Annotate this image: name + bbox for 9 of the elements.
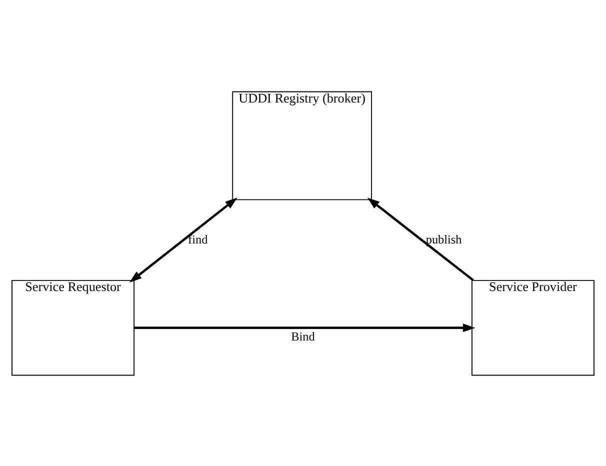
edge-label: find bbox=[188, 232, 208, 246]
node-box: UDDI Registry (broker) bbox=[232, 90, 372, 200]
arrow bbox=[134, 323, 476, 332]
arrow bbox=[367, 197, 474, 281]
node-box: Service Requestor bbox=[12, 279, 134, 376]
edge-label: publish bbox=[426, 232, 462, 246]
node-box: Service Provider bbox=[472, 279, 594, 376]
arrow bbox=[130, 197, 238, 282]
edge-label: Bind bbox=[291, 328, 315, 343]
